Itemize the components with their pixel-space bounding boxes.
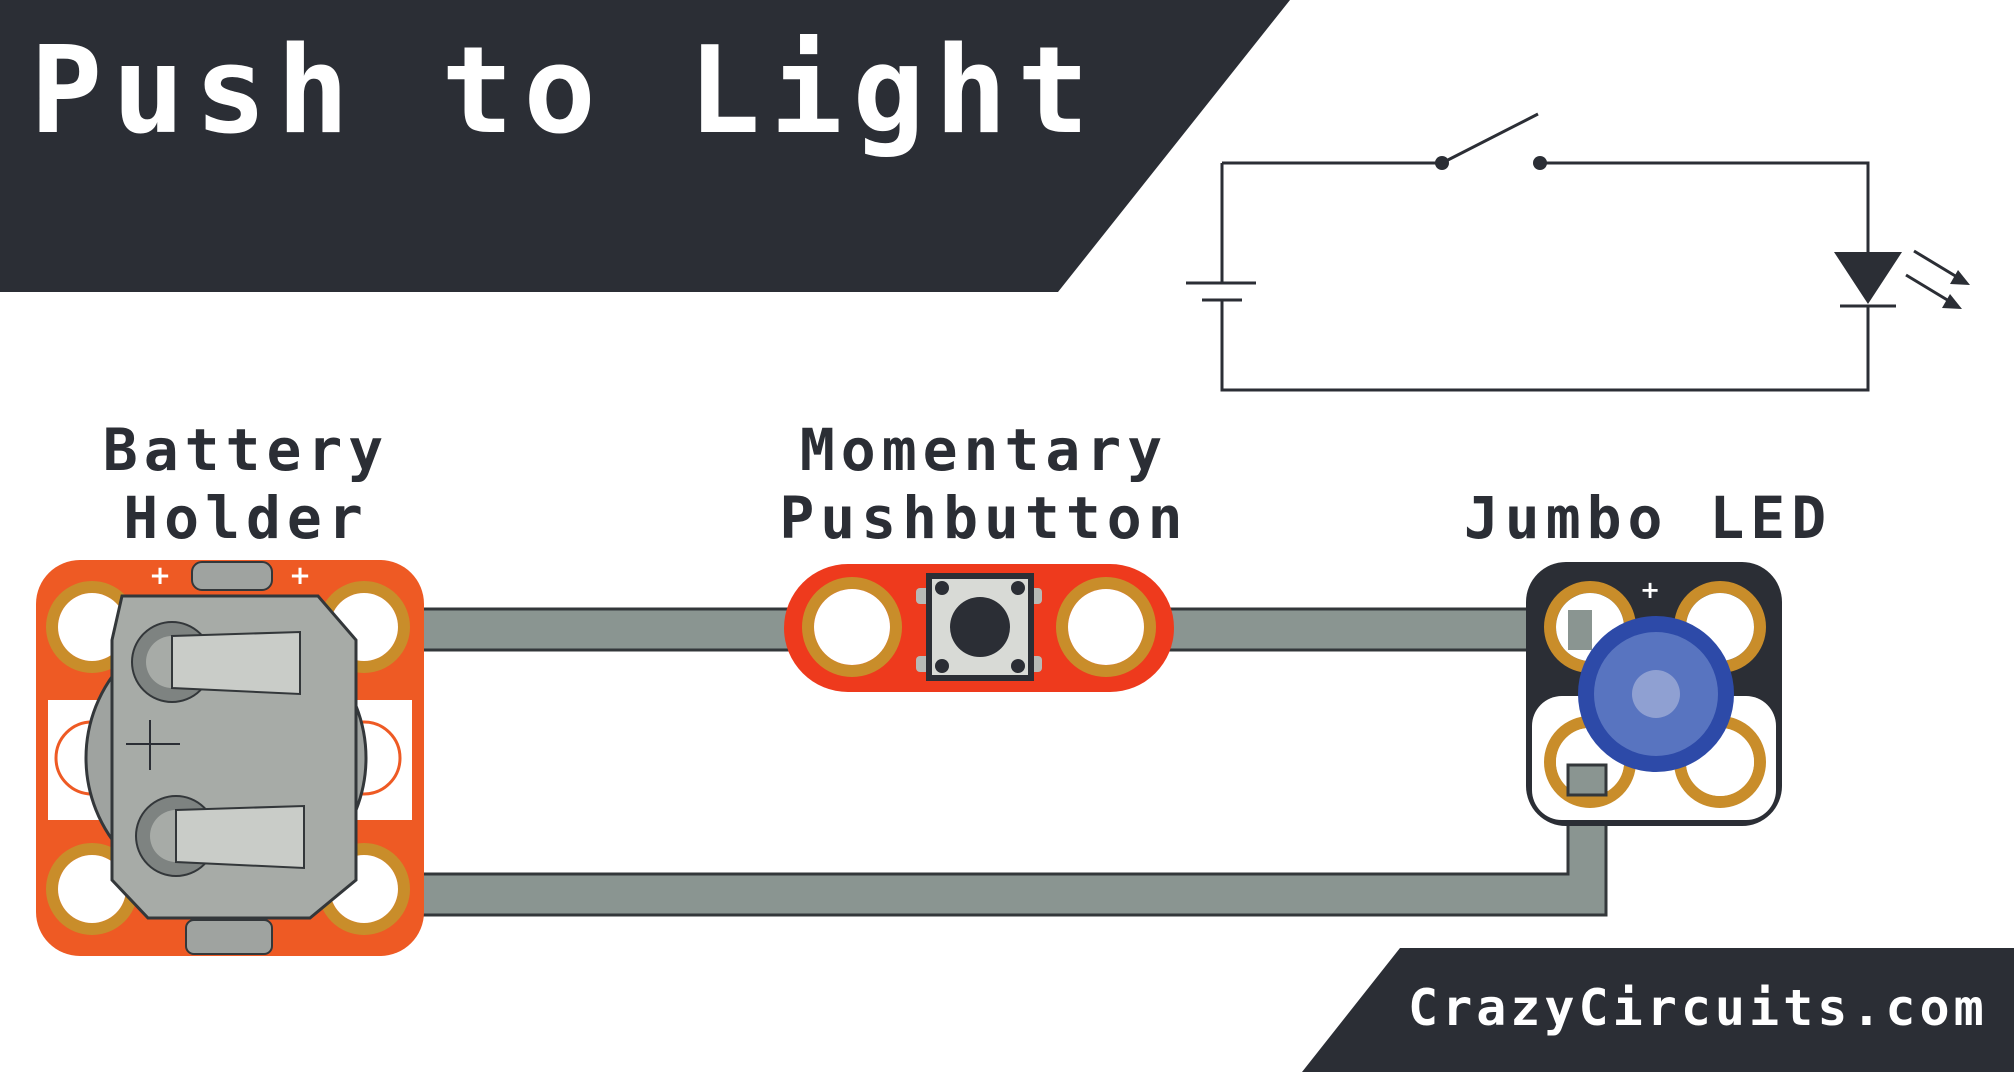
pushbutton-label-line2: Pushbutton: [779, 484, 1188, 552]
battery-top-tab: [191, 561, 273, 591]
page-title: Push to Light: [30, 22, 1099, 161]
led-label: Jumbo LED: [1464, 484, 1832, 552]
pushbutton-pad-left: [802, 577, 902, 677]
led-lens-highlight: [1632, 670, 1680, 718]
pushbutton-label-line1: Momentary: [800, 416, 1168, 484]
footer-banner: [1302, 948, 2014, 1072]
trace-led-to-battery: [360, 763, 1608, 917]
pushbutton-pad-right: [1056, 577, 1156, 677]
schematic-diagram: [1186, 112, 1970, 392]
schematic-led-icon: [1834, 249, 1970, 309]
battery-label-line2: Holder: [123, 484, 369, 552]
pushbutton-icon: [784, 564, 1174, 692]
led-plus-mark: +: [1640, 576, 1660, 604]
battery-label-line1: Battery: [103, 416, 389, 484]
schematic-battery-icon: [1186, 281, 1256, 302]
schematic-wire-bottom: [1220, 300, 1870, 392]
trace-button-to-led: [1100, 607, 1596, 652]
battery-plus-mark-right: +: [289, 561, 311, 591]
jumbo-led-icon: +: [1526, 562, 1782, 826]
trace-battery-to-button: [360, 607, 854, 652]
battery-plus-mark-left: +: [149, 561, 171, 591]
battery-holder-icon: + +: [36, 560, 424, 956]
schematic-wire-right-top: [1540, 161, 1870, 252]
footer-website: CrazyCircuits.com: [1408, 979, 1988, 1037]
pushbutton-cap[interactable]: [950, 597, 1010, 657]
battery-bottom-tab: [185, 919, 273, 955]
schematic-switch-icon: [1435, 112, 1547, 170]
title-banner: [0, 0, 1290, 292]
